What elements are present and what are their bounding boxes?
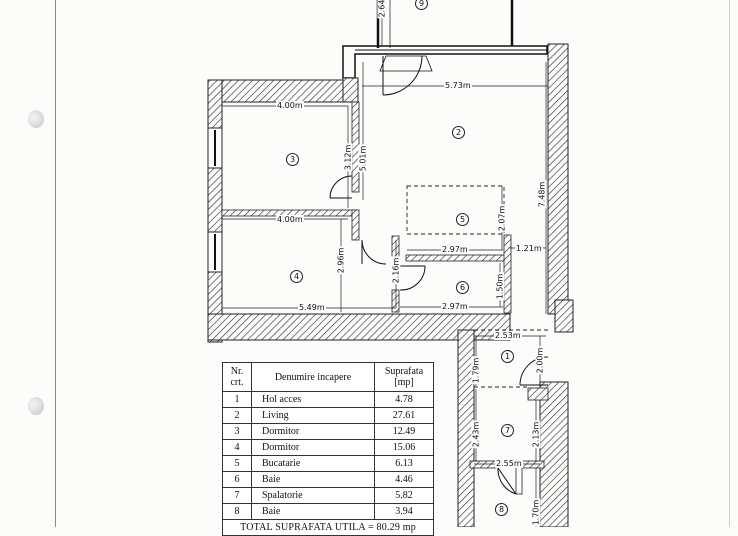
dim-balcony-height: 2.64 (377, 0, 387, 19)
cell-name: Baie (251, 503, 375, 520)
cell-area: 3.94 (374, 503, 434, 520)
dim-living-left-height: 5.01m (358, 144, 368, 173)
cell-name: Spalatorie (251, 487, 375, 504)
cell-nr: 8 (222, 503, 252, 520)
room-number-1: 1 (501, 350, 514, 363)
cell-name: Dormitor (251, 439, 375, 456)
balcony (376, 0, 514, 48)
cell-area: 15.06 (374, 439, 434, 456)
dim-bath8-height: 1.70m (531, 498, 541, 527)
cell-name: Baie (251, 471, 375, 488)
dim-bath6-height: 1.50m (495, 272, 505, 301)
room-number-5: 5 (456, 213, 469, 226)
header-name: Denumire incapere (251, 362, 375, 392)
dim-room4-bottom-width: 5.49m (298, 303, 326, 312)
dim-room3-width: 4.00m (276, 101, 304, 110)
walls (207, 43, 574, 527)
dim-hall-height: 2.16m (391, 256, 401, 285)
dim-hol-height: 1.79m (471, 356, 481, 385)
dim-living-height: 7.48m (537, 180, 547, 209)
header-nr: Nr. crt. (222, 362, 252, 392)
cell-nr: 7 (222, 487, 252, 504)
dim-living-width: 5.73m (444, 81, 472, 90)
cell-nr: 5 (222, 455, 252, 472)
dim-kitchen-side: 1.21m (515, 244, 543, 253)
cell-nr: 2 (222, 407, 252, 424)
room-number-4: 4 (290, 270, 303, 283)
dim-laundry-height: 2.43m (471, 420, 481, 449)
table-total-row: TOTAL SUPRAFATA UTILA = 80.29 mp (222, 519, 434, 536)
dim-room4-top-width: 4.00m (276, 215, 304, 224)
cell-nr: 3 (222, 423, 252, 440)
cell-name: Dormitor (251, 423, 375, 440)
dim-room4-height: 2.96m (336, 246, 346, 275)
dim-room3-height: 3.12m (343, 143, 353, 172)
punch-hole-top (28, 110, 44, 128)
room-number-6: 6 (456, 281, 469, 294)
dim-laundry-width: 2.55m (495, 459, 523, 468)
punch-hole-bottom (28, 397, 44, 415)
dim-bath6-width: 2.97m (441, 302, 469, 311)
cell-area: 27.61 (374, 407, 434, 424)
rooms-table: Nr. crt. Denumire incapere Suprafata [mp… (222, 362, 434, 536)
dim-hol-door-height: 2.00m (535, 346, 545, 375)
cell-area: 5.82 (374, 487, 434, 504)
room-number-7: 7 (501, 424, 514, 437)
cell-area: 6.13 (374, 455, 434, 472)
cell-nr: 4 (222, 439, 252, 456)
dim-kitchen-width: 2.97m (441, 245, 469, 254)
cell-area: 4.78 (374, 391, 434, 408)
table-header-row: Nr. crt. Denumire incapere Suprafata [mp… (222, 362, 434, 392)
cell-name: Hol acces (251, 391, 375, 408)
header-area: Suprafata [mp] (374, 362, 434, 392)
room-number-9: 9 (415, 0, 428, 10)
total-area: TOTAL SUPRAFATA UTILA = 80.29 mp (222, 519, 434, 536)
cell-area: 12.49 (374, 423, 434, 440)
dim-kitchen-height: 2.07m (497, 204, 507, 233)
margin-line (55, 0, 56, 527)
cell-nr: 1 (222, 391, 252, 408)
dim-laundry-right-height: 2.13m (531, 420, 541, 449)
cell-name: Bucatarie (251, 455, 375, 472)
room-number-8: 8 (495, 503, 508, 516)
cell-nr: 6 (222, 471, 252, 488)
room-number-3: 3 (286, 153, 299, 166)
dim-hol-width: 2.53m (494, 331, 522, 340)
page-edge-line (729, 0, 730, 527)
doors (329, 55, 549, 495)
room-number-2: 2 (452, 126, 465, 139)
cell-name: Living (251, 407, 375, 424)
cell-area: 4.46 (374, 471, 434, 488)
